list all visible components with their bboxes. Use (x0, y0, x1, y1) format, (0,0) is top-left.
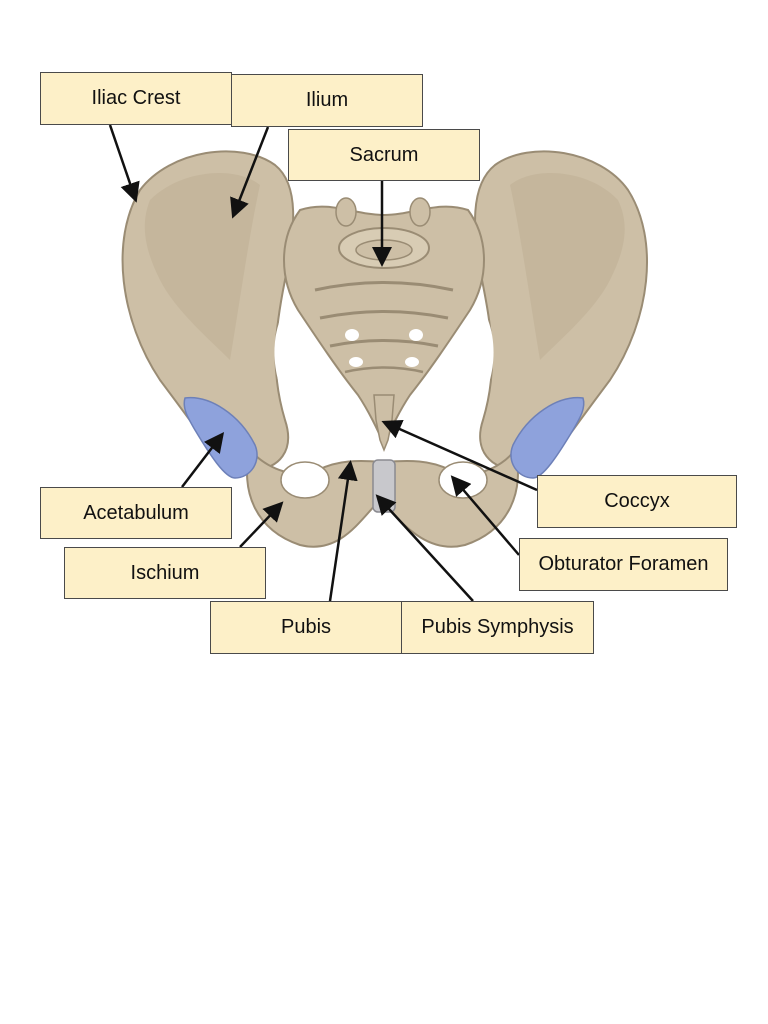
sacral-foramen (405, 357, 419, 367)
right-ilium-inner-shade (510, 173, 625, 360)
sacral-foramen (349, 357, 363, 367)
arrow-obturator-foramen (450, 475, 520, 556)
sacral-process (335, 197, 357, 227)
arrow-coccyx (381, 419, 538, 492)
right-obturator-foramen (438, 461, 488, 499)
arrow-iliac-crest (108, 124, 140, 203)
label-sacrum: Sacrum (288, 129, 480, 181)
label-acetabulum: Acetabulum (40, 487, 232, 539)
label-coccyx: Coccyx (537, 475, 737, 528)
left-ilium-inner-shade (144, 173, 260, 360)
sacral-process (409, 197, 431, 227)
sacral-foramen (345, 329, 359, 341)
label-pubis: Pubis (210, 601, 402, 654)
sacral-ridge-4 (344, 366, 424, 374)
label-ischium: Ischium (64, 547, 266, 599)
label-pubis-symphysis: Pubis Symphysis (401, 601, 594, 654)
sacral-ridge-2 (319, 310, 449, 320)
label-obturator-foramen: Obturator Foramen (519, 538, 728, 591)
right-acetabulum (510, 397, 585, 479)
arrow-ischium (239, 501, 284, 548)
sacrum-top-inner (355, 239, 413, 261)
sacral-ridge-3 (329, 339, 439, 348)
arrow-acetabulum (181, 432, 225, 488)
left-obturator-foramen (280, 461, 330, 499)
arrow-pubis (328, 460, 358, 602)
arrow-ilium (230, 126, 270, 219)
sacral-ridge-1 (314, 281, 454, 292)
label-ilium: Ilium (231, 74, 423, 127)
arrow-pubis-symphysis (375, 494, 474, 602)
sacral-foramen (409, 329, 423, 341)
label-iliac-crest: Iliac Crest (40, 72, 232, 125)
